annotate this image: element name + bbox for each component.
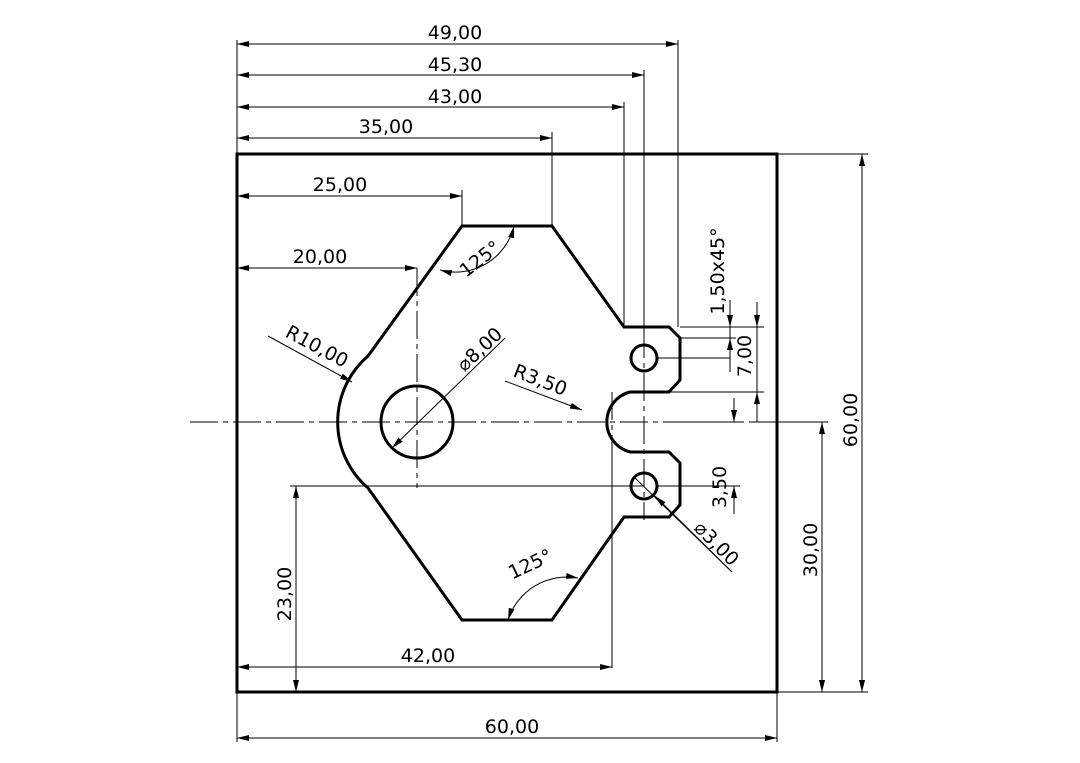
dim-49: 49,00 xyxy=(428,22,482,44)
dimension-lines xyxy=(237,41,865,741)
dim-7: 7,00 xyxy=(734,335,756,377)
dim-dia3: ⌀3,00 xyxy=(689,517,743,571)
dim-angle-top: 125° xyxy=(456,237,506,283)
dim-25: 25,00 xyxy=(313,174,367,196)
part-profile xyxy=(336,224,682,622)
dim-20: 20,00 xyxy=(293,246,347,268)
dim-42: 42,00 xyxy=(401,645,455,667)
dim-30: 30,00 xyxy=(800,523,822,577)
plate-outline xyxy=(235,152,779,694)
dim-35: 35,00 xyxy=(359,116,413,138)
dim-60-vertical: 60,00 xyxy=(840,393,862,447)
extension-lines xyxy=(236,40,868,742)
dim-45-30: 45,30 xyxy=(428,54,482,76)
dim-r10: R10,00 xyxy=(282,321,352,372)
dim-60-horizontal: 60,00 xyxy=(485,716,539,738)
dim-chamfer: 1,50x45° xyxy=(707,227,729,314)
dim-43: 43,00 xyxy=(428,86,482,108)
dim-angle-bottom: 125° xyxy=(505,545,556,584)
dim-dia8: ⌀8,00 xyxy=(453,323,507,376)
dim-23: 23,00 xyxy=(274,567,296,621)
dim-3-50: 3,50 xyxy=(709,466,731,508)
